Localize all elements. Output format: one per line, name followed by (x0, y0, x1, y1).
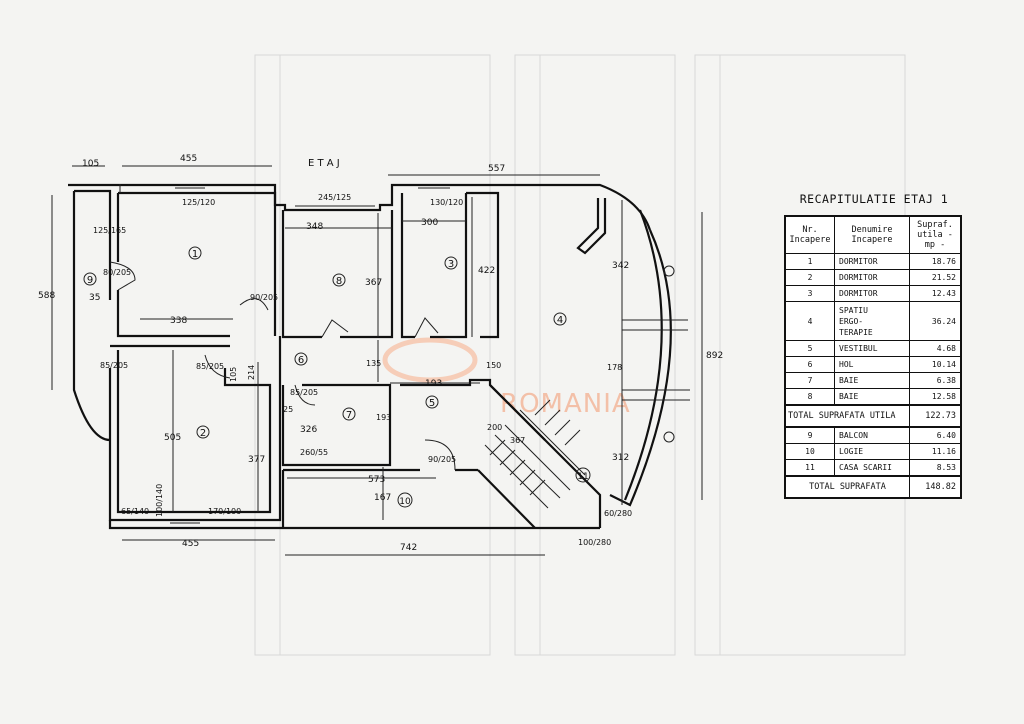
dim-label: 892 (706, 351, 723, 361)
dim-label: 455 (182, 539, 199, 549)
svg-text:3: 3 (448, 259, 454, 270)
dim-label: 200 (487, 423, 502, 432)
svg-text:2: 2 (200, 428, 206, 439)
dim-label: 85/205 (100, 361, 128, 370)
dim-label: 90/205 (428, 455, 456, 464)
total-row: TOTAL SUPRAFATA 148.82 (784, 475, 962, 499)
dim-label: 377 (248, 455, 265, 465)
dim-label: 105 (82, 159, 99, 169)
header-nr: Nr. Incapere (784, 215, 835, 254)
dimension-labels: 105 455 557 245/125 125/120 130/120 348 … (38, 154, 723, 553)
room-6-label: 6 (294, 352, 308, 366)
dim-label: 125/165 (93, 226, 126, 235)
room-2-label: 2 (196, 425, 210, 439)
dim-label: 367 (510, 436, 525, 445)
dim-label: 135 (366, 359, 381, 368)
dim-label: 260/55 (300, 448, 328, 457)
watermark-swoosh (382, 337, 478, 383)
dim-label: 214 (247, 365, 256, 380)
dim-label: 742 (400, 543, 417, 553)
dim-label: 312 (612, 453, 629, 463)
walls (68, 183, 690, 530)
svg-text:8: 8 (336, 276, 342, 287)
dim-label: 167 (374, 493, 391, 503)
dim-label: 170/100 (208, 507, 241, 516)
dim-label: 90/205 (250, 293, 278, 302)
dim-label: 178 (607, 363, 622, 372)
dim-label: 100/280 (578, 538, 611, 547)
room-numbers: 1 2 3 4 5 6 7 8 9 10 11 (83, 246, 591, 508)
dim-label: 130/120 (430, 198, 463, 207)
room-7-label: 7 (342, 407, 356, 421)
recap-table: Nr. Incapere Denumire Incapere Supraf. u… (784, 215, 962, 499)
total-useful-row: TOTAL SUPRAFATA UTILA 122.73 (784, 404, 962, 428)
svg-text:7: 7 (346, 410, 352, 421)
dim-label: 150 (486, 361, 501, 370)
dim-label: 193 (376, 413, 391, 422)
room-8-label: 8 (332, 273, 346, 287)
dim-label: 35 (89, 293, 100, 303)
table-header: Nr. Incapere Denumire Incapere Supraf. u… (784, 215, 962, 254)
room-9-label: 9 (83, 272, 97, 286)
svg-text:9: 9 (87, 275, 93, 286)
dim-label: 455 (180, 154, 197, 164)
floor-label: E T A J (308, 158, 340, 169)
recap-table-panel: RECAPITULATIE ETAJ 1 Nr. Incapere Denumi… (784, 192, 964, 499)
dim-label: 125/120 (182, 198, 215, 207)
dim-label: 65/140 (121, 507, 149, 516)
dim-label: 105 (229, 367, 238, 382)
dim-label: 60/280 (604, 509, 632, 518)
dim-label: 422 (478, 266, 495, 276)
dim-label: 326 (300, 425, 317, 435)
dim-label: 588 (38, 291, 55, 301)
room-3-label: 3 (444, 256, 458, 270)
dim-label: 80/205 (103, 268, 131, 277)
watermark: ROMANIA (500, 389, 631, 419)
svg-text:5: 5 (429, 398, 435, 409)
room-5-label: 5 (425, 395, 439, 409)
recap-title: RECAPITULATIE ETAJ 1 (799, 192, 949, 206)
room-10-label: 10 (397, 492, 413, 508)
stairs (484, 399, 586, 509)
svg-text:11: 11 (577, 472, 588, 482)
dim-label: 300 (421, 218, 438, 228)
dim-label: 505 (164, 433, 181, 443)
room-1-label: 1 (188, 246, 202, 260)
dim-label: 245/125 (318, 193, 351, 202)
dim-label: 367 (365, 278, 382, 288)
room-11-label: 11 (575, 467, 591, 483)
dim-label: 573 (368, 475, 385, 485)
dim-label: 348 (306, 222, 323, 232)
room-4-label: 4 (553, 312, 567, 326)
header-name: Denumire Incapere (834, 215, 910, 254)
dim-label: 338 (170, 316, 187, 326)
dimension-lines (51, 165, 703, 556)
svg-text:6: 6 (298, 355, 304, 366)
svg-text:1: 1 (192, 249, 198, 260)
dim-label: 85/205 (196, 362, 224, 371)
dim-label: 85/205 (290, 388, 318, 397)
svg-text:10: 10 (399, 497, 411, 507)
svg-text:4: 4 (557, 315, 563, 326)
dim-label: 25 (283, 405, 293, 414)
dim-label: 193 (425, 379, 442, 389)
header-area: Supraf. utila - mp - (909, 215, 962, 254)
dim-label: 557 (488, 164, 505, 174)
dim-label: 342 (612, 261, 629, 271)
dim-label: 100/140 (155, 484, 164, 517)
